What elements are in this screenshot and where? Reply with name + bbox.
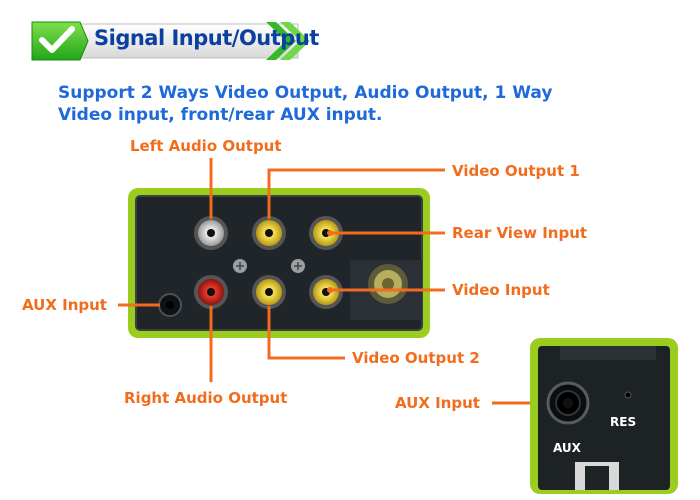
- header-banner-graphic: [31, 21, 310, 61]
- reset-hole: [624, 391, 632, 399]
- aux-jack-front: [546, 381, 590, 425]
- screw-icon: [291, 259, 305, 273]
- round-connector: [368, 264, 408, 304]
- label-left-audio-output: Left Audio Output: [130, 137, 282, 155]
- label-right-audio-output: Right Audio Output: [124, 389, 288, 407]
- label-rear-view-input: Rear View Input: [452, 224, 588, 242]
- rca-jack-right-audio: [194, 275, 228, 309]
- section-header: Signal Input/Output: [28, 14, 319, 66]
- rca-jack-video-output-2: [252, 275, 286, 309]
- feature-description: Support 2 Ways Video Output, Audio Outpu…: [58, 83, 553, 125]
- aux-panel-label: AUX: [553, 441, 582, 455]
- front-panel-inset: [530, 338, 678, 494]
- aux-jack-rear: [158, 293, 182, 317]
- screw-icon: [233, 259, 247, 273]
- rca-jack-video-input: [309, 275, 343, 309]
- header-title: Signal Input/Output: [94, 26, 319, 50]
- label-aux-input-front: AUX Input: [395, 394, 480, 412]
- label-video-input: Video Input: [452, 281, 550, 299]
- label-video-output-1: Video Output 1: [452, 162, 580, 180]
- label-aux-input-rear: AUX Input: [22, 296, 107, 314]
- callout-dots: [327, 230, 333, 293]
- res-panel-label: RES: [610, 415, 636, 429]
- checkmark-icon: [39, 26, 75, 53]
- label-video-output-2: Video Output 2: [352, 349, 480, 367]
- rca-jack-video-output-1: [252, 216, 286, 250]
- rca-jack-left-audio: [194, 216, 228, 250]
